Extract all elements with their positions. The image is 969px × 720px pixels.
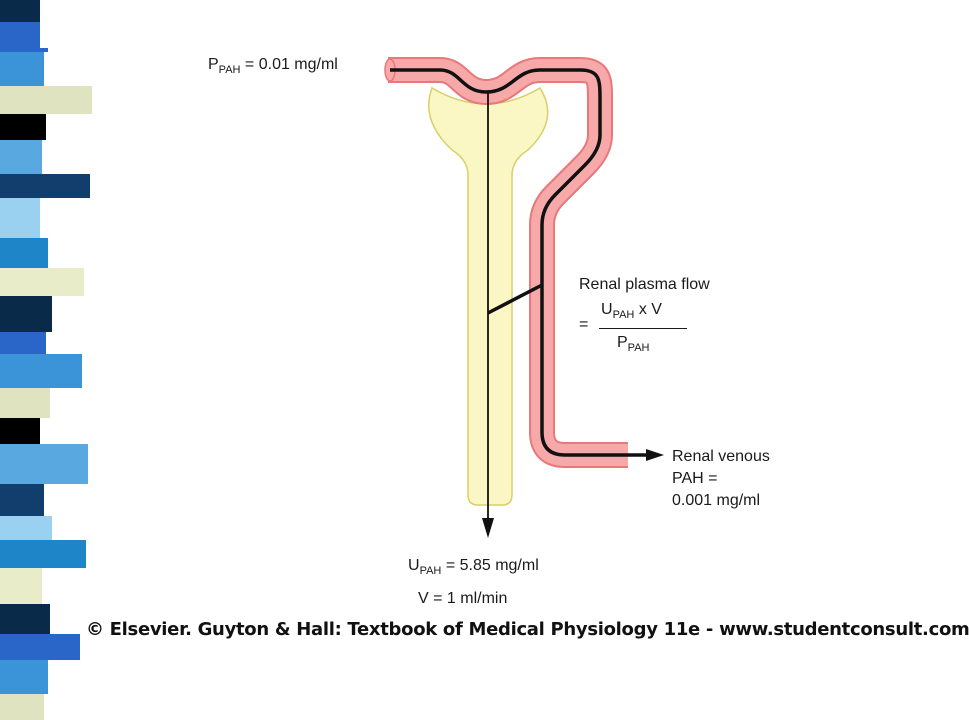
border-block [0,604,50,634]
border-block [0,268,84,296]
border-block [0,418,40,444]
urine-pah-label: UPAH = 5.85 mg/ml [408,557,539,577]
border-block [0,174,90,198]
rpf-title: Renal plasma flow [579,276,710,293]
border-block [0,140,42,174]
border-block [0,354,82,388]
border-block [0,388,50,418]
border-block [0,694,44,720]
rpf-equals: = [579,316,589,333]
border-block [0,444,88,484]
border-block [0,52,44,86]
border-block [0,484,44,516]
rpf-fraction-bar [599,328,687,329]
rpf-numerator: UPAH x V [601,301,662,321]
border-block [0,238,48,268]
copyright-footer: © Elsevier. Guyton & Hall: Textbook of M… [86,619,969,640]
venous-pah-line3: 0.001 mg/ml [672,492,761,509]
secretion-line [487,283,543,315]
venous-arrowhead [646,449,664,461]
urine-flow-rate-label: V = 1 ml/min [418,590,508,607]
border-block [0,198,40,238]
border-top-notch [40,0,110,48]
border-block [0,296,52,332]
plasma-flow-line [390,68,650,457]
border-block [0,86,92,114]
border-block [0,332,46,354]
border-block [0,660,48,694]
venous-pah-line1: Renal venous [672,448,770,465]
arterial-pah-label: PPAH = 0.01 mg/ml [208,56,338,76]
slide-border-decoration [0,0,110,720]
border-block [0,114,46,140]
border-block [0,540,86,568]
border-block [0,516,52,540]
border-block [0,634,80,660]
border-block [0,568,42,604]
rpf-denominator: PPAH [617,334,650,354]
urine-arrowhead [482,518,494,538]
venous-pah-line2: PAH = [672,470,718,487]
